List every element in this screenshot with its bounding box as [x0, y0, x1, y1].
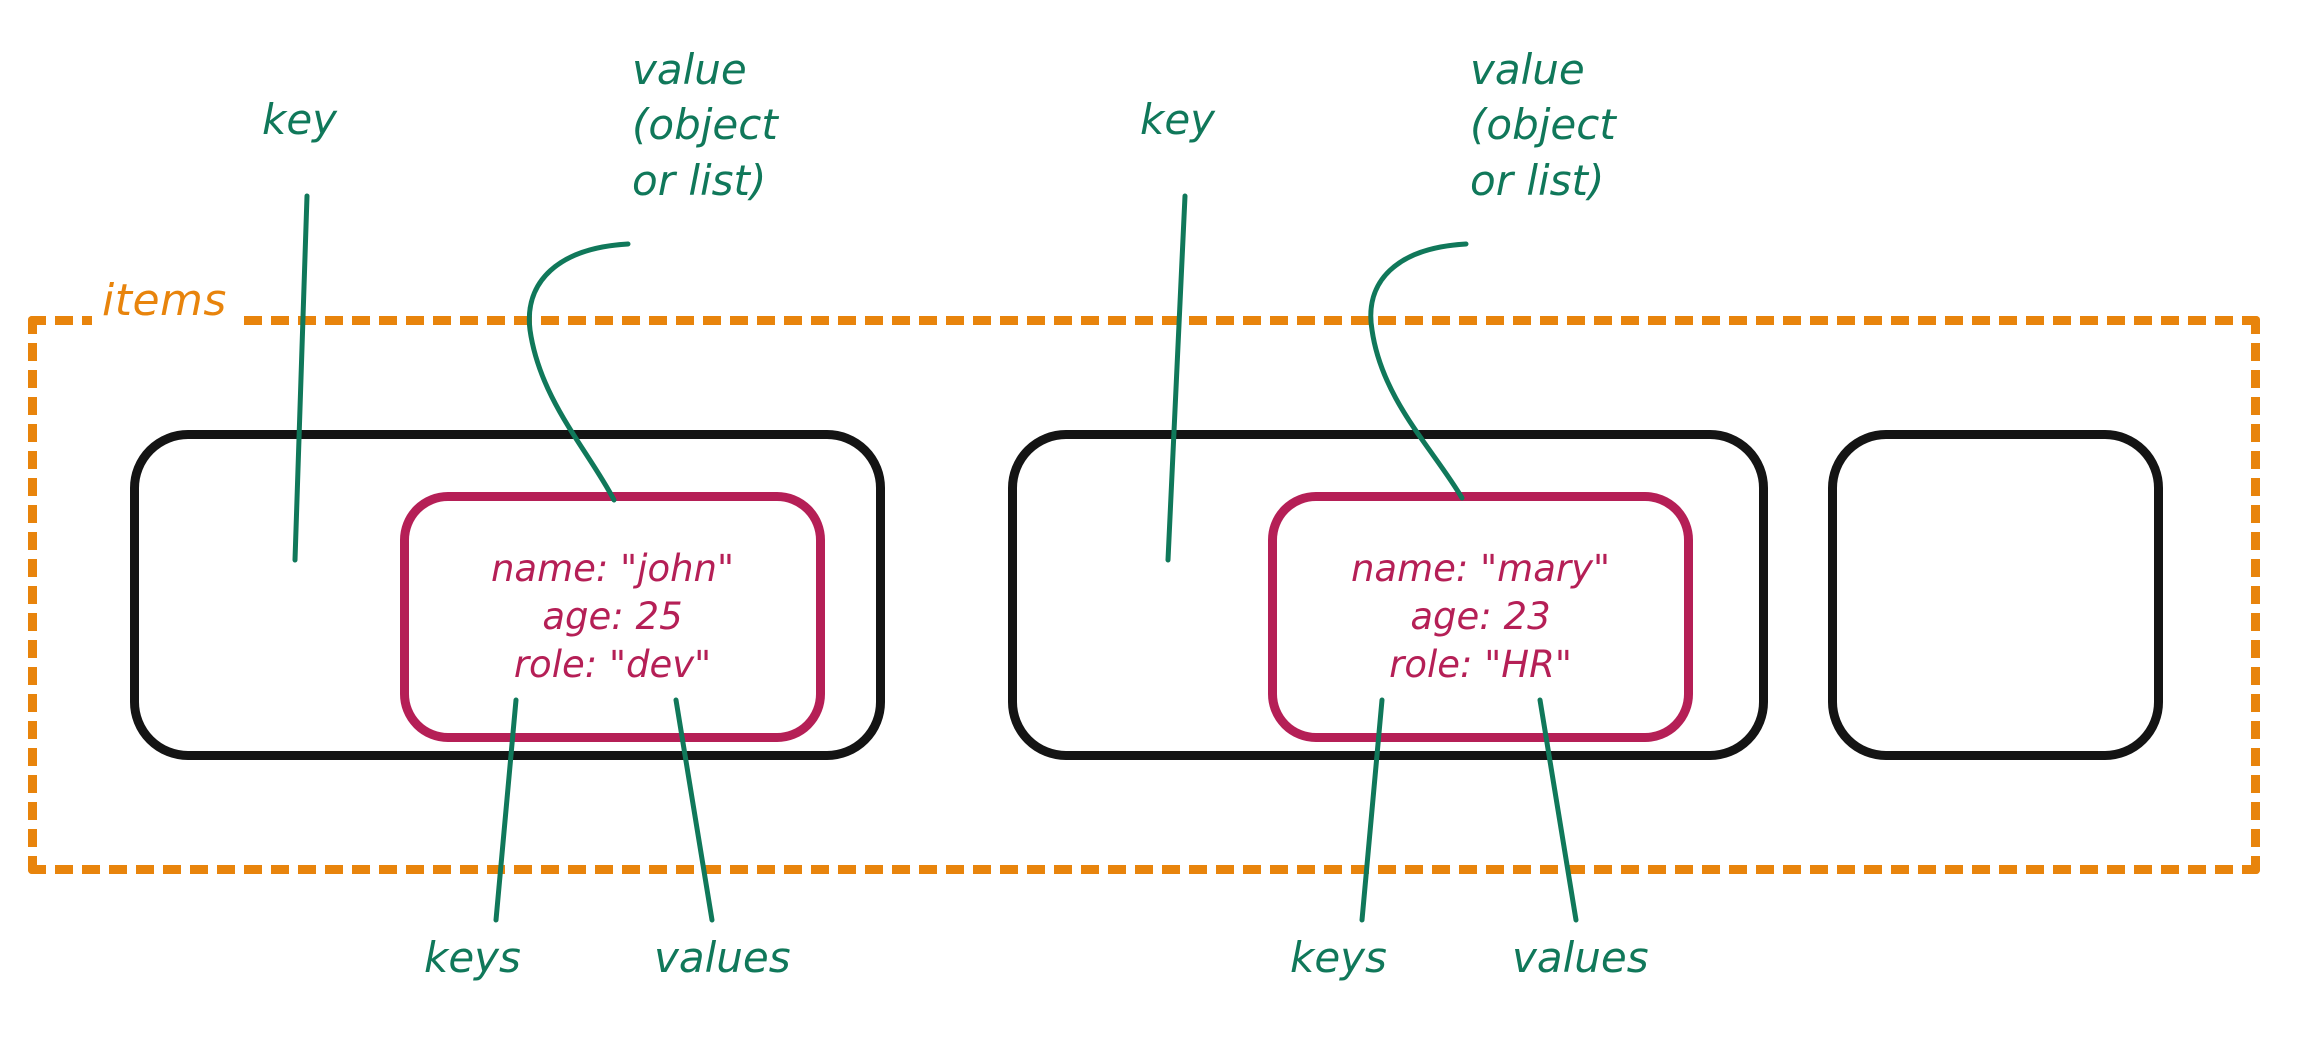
annotation-value-2: value (object or list)	[1470, 45, 1616, 205]
annotation-values-2: values	[1512, 933, 1649, 982]
annotation-key-2: key	[1140, 95, 1216, 144]
annotation-values-1: values	[654, 933, 791, 982]
items-label: items	[92, 275, 237, 326]
object-box-2[interactable]: name: "mary" age: 23 role: "HR"	[1268, 492, 1693, 742]
annotation-key-1: key	[262, 95, 338, 144]
items-container	[28, 316, 2260, 874]
object-line: age: 25	[542, 594, 683, 638]
object-line: name: "john"	[490, 546, 734, 590]
annotation-keys-2: keys	[1290, 933, 1387, 982]
object-line: age: 23	[1410, 594, 1551, 638]
object-box-1[interactable]: name: "john" age: 25 role: "dev"	[400, 492, 825, 742]
object-line: name: "mary"	[1350, 546, 1611, 590]
object-line: role: "dev"	[513, 643, 712, 687]
record-box-3[interactable]	[1828, 430, 2163, 760]
object-line: role: "HR"	[1389, 643, 1572, 687]
annotation-keys-1: keys	[424, 933, 521, 982]
annotation-value-1: value (object or list)	[632, 45, 778, 205]
